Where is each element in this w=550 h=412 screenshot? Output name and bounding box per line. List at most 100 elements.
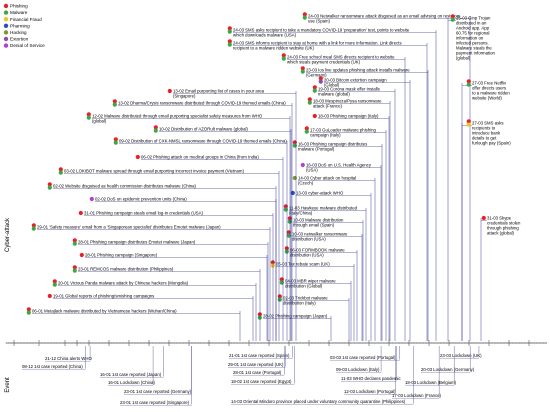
attack: 12-02 Malware distributed through email … xyxy=(86,112,291,341)
event-label: 29-01 1st case reported (UK) xyxy=(228,362,284,367)
attack-type-dot xyxy=(26,310,31,315)
attack-type-dot xyxy=(286,233,291,238)
attack-type-dot xyxy=(112,102,117,107)
attack: 31-01 Phishing campaign steals email log… xyxy=(78,210,274,341)
attack-label: 28-01 Phishing campaign (Singapore) xyxy=(85,252,158,257)
attack-type-dot xyxy=(79,252,84,258)
event: 21-12 China alerts WHO xyxy=(45,346,92,362)
legend-label: Hacking xyxy=(10,30,27,35)
event-label: 14-03 Oriental Mindoro province placed u… xyxy=(231,399,406,404)
attack-type-dot xyxy=(312,113,317,119)
event-label: 17-03 Lockdown (France) xyxy=(392,393,442,398)
attack: 05-03 Tax rebate scam (UK) xyxy=(270,260,355,341)
attack-label: 16-03 DoS on U.S. Health Agency(USA) xyxy=(306,162,372,172)
attack-type-dot xyxy=(302,15,307,20)
event: 03-03 1st case reported (Portugal) xyxy=(330,346,400,361)
attack-label: 02-02 Website disguised as health commis… xyxy=(53,183,197,188)
event: 29-01 1st case reported (UK) xyxy=(228,346,286,368)
attack-type-dot xyxy=(113,140,118,145)
legend-swatch xyxy=(3,10,9,15)
legend-swatch xyxy=(3,23,9,28)
attack-type-dot xyxy=(31,223,36,228)
attack-type-dot xyxy=(227,26,232,31)
event: 12-03 Lockdown (Portugal) xyxy=(344,346,396,395)
attack: 20-01 Vicious Panda malware attack by Ch… xyxy=(52,279,257,341)
legend-swatch xyxy=(3,36,9,42)
attack-label: 09-02 Distribution of CXK-NMSL ransomwar… xyxy=(119,138,287,143)
cyber-attack-row-label: Cyber-attack xyxy=(5,217,11,252)
event-label: 21-01 1st case reported (Spain) xyxy=(229,353,290,358)
event-label: 20-03 Lockdown (Germany) xyxy=(421,367,475,372)
event-label: 16-01 1st case reported (Japan) xyxy=(100,372,162,377)
attack-label: 23-01 REMCOS malware distribution (Phili… xyxy=(78,266,174,271)
attack-label: 28-01 Phishing campaign distributes Emot… xyxy=(78,239,196,244)
attack: 28-01 Phishing campaign distributes Emot… xyxy=(72,238,269,341)
attack-type-dot xyxy=(312,88,317,93)
attack-label: 06-01 Metajlack malware distributed by V… xyxy=(32,308,177,313)
attack-type-dot xyxy=(52,279,57,284)
event-label: 08-12 1st case reported (China) xyxy=(22,364,83,369)
attack-type-dot xyxy=(72,268,77,273)
event-label: 18-02 1st case reported (Egypt) xyxy=(231,379,292,384)
attack: 13-02 Dharma/Crysis ransomware distribut… xyxy=(112,99,293,341)
attack: 03-02 LOKIBOT malware spread through ema… xyxy=(58,167,280,341)
attack-type-dot xyxy=(135,154,140,160)
side-note-type-dot xyxy=(466,79,471,84)
legend-label: Malware xyxy=(10,10,28,15)
attack-type-dot xyxy=(47,182,52,187)
event: 14-03 Oriental Mindoro province placed u… xyxy=(231,346,414,405)
attack-type-dot xyxy=(318,79,323,84)
legend-label: Pharming xyxy=(10,23,30,28)
attack-type-dot xyxy=(58,170,63,175)
side-note-type-dot xyxy=(481,215,486,221)
attack-type-dot xyxy=(227,39,232,44)
attack-type-dot xyxy=(279,280,284,285)
events: 08-12 1st case reported (China) 21-12 Chi… xyxy=(22,346,482,406)
event: 16-01 Lockdown (China) xyxy=(108,346,155,386)
legend-swatch xyxy=(3,17,9,22)
attack-type-dot xyxy=(86,112,91,117)
attack-type-dot xyxy=(292,143,297,148)
attack: 24-03 Netwalker ransomware attack disgui… xyxy=(302,12,471,341)
event-label: 11-03 WHO declares pandemic xyxy=(341,376,401,381)
attack-label: 05-03 Tax rebate scam (UK) xyxy=(276,261,330,266)
attack-type-dot xyxy=(281,56,286,61)
attack-label: 24-03 Netwalker ransomware attack disgui… xyxy=(308,13,461,23)
attack-label: 10-02 Distribution of AZORult malware (g… xyxy=(159,126,248,131)
attack-type-dot xyxy=(153,125,158,130)
legend-label: Denial of Service xyxy=(10,43,45,48)
attack: 18-03 Phishing campaign (Italy) xyxy=(312,113,390,341)
side-note-type-dot xyxy=(450,14,455,19)
attack: 20-03 Bitcoin extortion campaign(Global) xyxy=(318,76,411,341)
attack-label: 12-02 Malware distributed through email … xyxy=(92,113,263,123)
side-note-type-dot xyxy=(466,119,471,124)
attack-type-dot xyxy=(167,88,172,94)
attack-label: 11-03 Hawkeye malware distributed(Italy/… xyxy=(289,205,358,215)
attack-type-dot xyxy=(86,115,91,120)
event: 11-03 WHO declares pandemic xyxy=(341,346,401,382)
attack-type-dot xyxy=(153,128,158,133)
event-label: 23-01 1st case reported (Germany) xyxy=(124,389,192,394)
attack: 28-01 Phishing campaign (Singapore) xyxy=(79,252,268,341)
legend-label: Financial Fraud xyxy=(10,17,42,22)
